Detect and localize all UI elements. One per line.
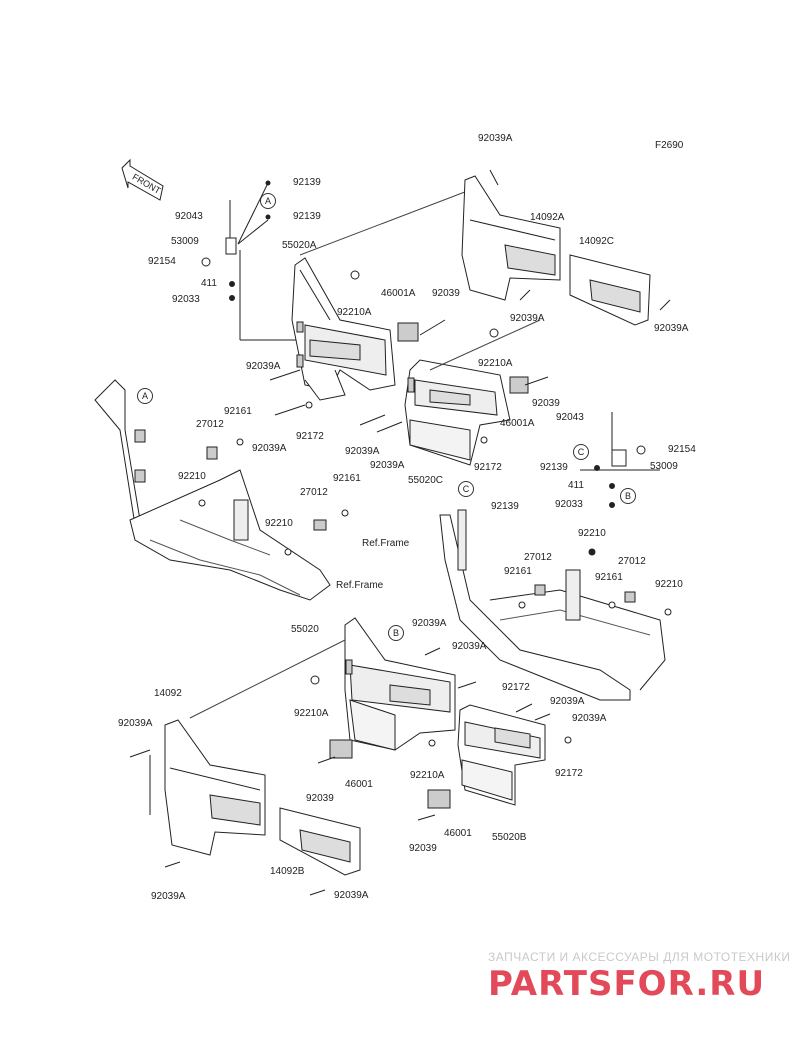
part-label: 92039A [478,133,513,144]
part-label: 92210 [178,471,206,482]
part-label: 46001 [444,828,472,839]
part-label: 55020A [282,240,317,251]
part-label: 92043 [556,412,584,423]
door-panel-55020A [291,257,396,401]
part-label: 92039A [345,446,380,457]
part-label: 92039 [432,288,460,299]
panel-14092B [279,807,361,876]
part-label: 92039A [412,618,447,629]
part-label: 27012 [300,487,328,498]
callout-a-top: A [260,193,276,209]
part-label: 14092A [530,212,565,223]
door-panel-55020B [457,704,546,806]
door-panel-55020C [404,359,511,466]
callout-a-frame: A [137,388,153,404]
part-label: 92210 [578,528,606,539]
watermark-tagline: ЗАПЧАСТИ И АКСЕССУАРЫ ДЛЯ МОТОТЕХНИКИ [488,950,791,964]
part-label: 27012 [196,419,224,430]
panel-14092C [569,254,651,326]
watermark-logo: PARTSFOR.RU [488,964,766,1004]
figure-code: F2690 [655,140,684,151]
part-label: 92210A [478,358,513,369]
part-label: 92043 [175,211,203,222]
part-label: 92154 [148,256,176,267]
part-label: 92161 [224,406,252,417]
bolt-stack-right [580,412,660,508]
part-label: 55020C [408,475,444,486]
part-label: 92139 [540,462,568,473]
part-label: 92039A [572,713,607,724]
part-label: 92172 [474,462,502,473]
hinges-lower [129,647,572,896]
door-panel-55020 [344,617,456,751]
part-label: 46001 [345,779,373,790]
part-label: 55020B [492,832,527,843]
part-label: 92161 [595,572,623,583]
panel-14092 [164,719,266,856]
part-label: 92210 [655,579,683,590]
part-label: 92033 [172,294,200,305]
panel-14092A [461,175,561,301]
part-label: 14092B [270,866,305,877]
part-label: 92139 [491,501,519,512]
ref-frame-right: Ref.Frame [362,538,410,549]
part-label: 92039A [252,443,287,454]
part-label: 46001A [381,288,416,299]
part-label: 27012 [524,552,552,563]
part-label: 14092C [579,236,615,247]
part-label: 92039 [532,398,560,409]
frame-right [439,509,672,701]
part-label: 92039A [334,890,369,901]
part-label: 411 [201,278,217,289]
leader-line-mid [429,319,541,371]
part-label: 411 [568,480,584,491]
part-label: 92154 [668,444,696,455]
callout-c-frame: C [458,481,474,497]
part-label: 55020 [291,624,319,635]
part-label: 92033 [555,499,583,510]
part-label: 46001A [500,418,535,429]
part-label: 92210A [337,307,372,318]
part-label: 92039 [306,793,334,804]
part-label: 92210A [294,708,329,719]
part-label: 92039A [654,323,689,334]
part-label: 92172 [502,682,530,693]
part-label: 92210A [410,770,445,781]
bolts-upper [269,169,671,444]
part-label: 92039A [246,361,281,372]
part-label: 92039A [370,460,405,471]
part-label: 92139 [293,177,321,188]
part-label: 92139 [293,211,321,222]
part-label: 92039 [409,843,437,854]
front-arrow-icon: FRONT [121,158,164,201]
part-label: 14092 [154,688,182,699]
frame-left [94,379,349,601]
part-label: 53009 [171,236,199,247]
part-label: 53009 [650,461,678,472]
bolt-stack-left [201,180,300,341]
part-label: 92039A [118,718,153,729]
part-label: 92039A [510,313,545,324]
leader-line-lower [189,639,346,719]
ref-frame-left: Ref.Frame [336,580,384,591]
part-label: 92210 [265,518,293,529]
part-label: 92039A [550,696,585,707]
callout-c-right: C [573,444,589,460]
part-label: 92161 [333,473,361,484]
part-label: 92039A [151,891,186,902]
part-label: 92172 [296,431,324,442]
part-label: 92172 [555,768,583,779]
callout-b-lower: B [388,625,404,641]
leader-line [299,189,471,256]
part-label: 92161 [504,566,532,577]
part-label: 92039A [452,641,487,652]
callout-b-right: B [620,488,636,504]
hinge-46001A [397,319,549,394]
part-label: 27012 [618,556,646,567]
